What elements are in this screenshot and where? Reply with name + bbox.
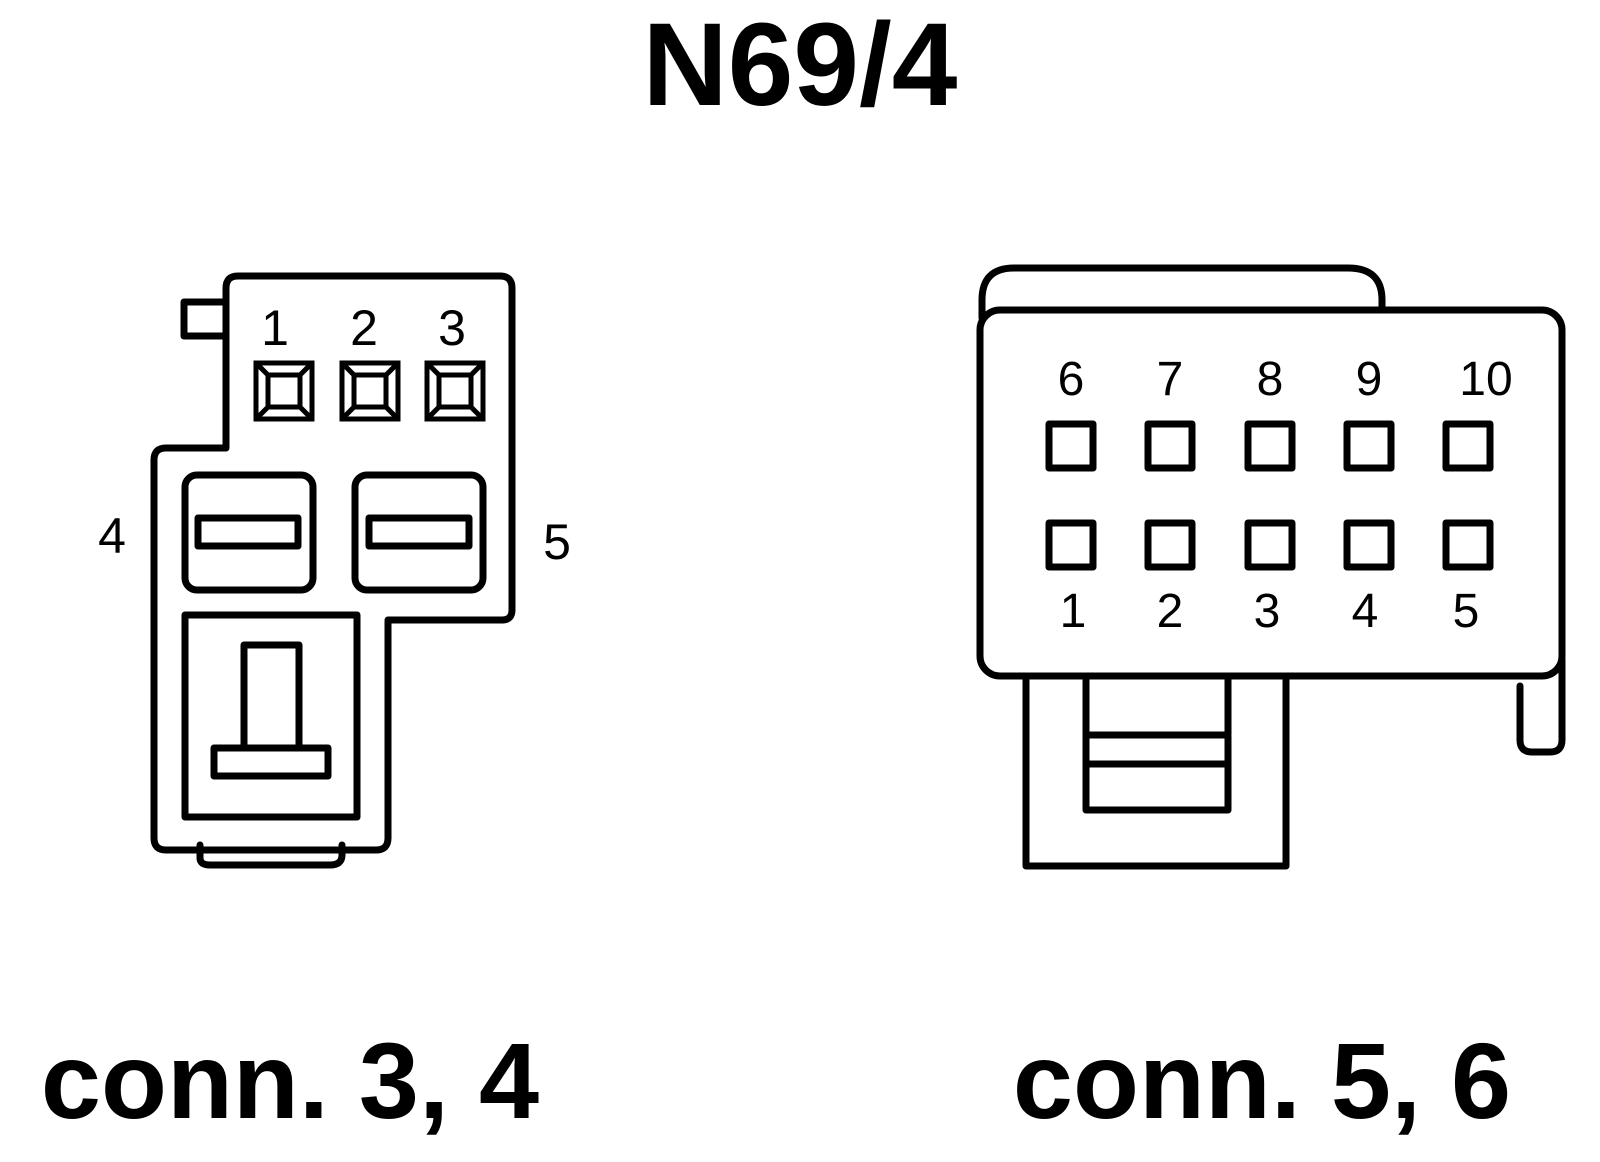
right-pin-2: [1144, 519, 1196, 571]
left-connector-housing: [150, 272, 516, 854]
left-connector-bottom-tab: [196, 841, 346, 869]
right-pin-7: [1144, 420, 1196, 472]
left-pin-4: [181, 471, 317, 594]
left-pin-2: [339, 360, 401, 422]
right-connector-back-shell: [978, 264, 1386, 322]
diagram-title: N69/4: [643, 0, 958, 131]
right-connector-caption: conn. 5, 6: [1013, 1020, 1511, 1141]
left-pin-label-2: 2: [350, 300, 378, 356]
right-pin-label-9: 9: [1356, 353, 1383, 406]
right-pin-4: [1343, 519, 1395, 571]
right-pin-label-5: 5: [1453, 585, 1480, 638]
right-pin-label-10: 10: [1459, 353, 1512, 406]
right-pin-label-1: 1: [1060, 585, 1087, 638]
right-pin-3: [1244, 519, 1296, 571]
right-pin-label-3: 3: [1254, 585, 1281, 638]
left-pin-label-5: 5: [543, 514, 571, 570]
right-pin-9: [1343, 420, 1395, 472]
left-pin-label-3: 3: [438, 300, 466, 356]
right-connector-bottom-latch: [1022, 676, 1290, 870]
left-connector-lock: [181, 611, 361, 821]
right-pin-10: [1442, 420, 1494, 472]
right-pin-label-8: 8: [1257, 353, 1284, 406]
right-pin-5: [1442, 519, 1494, 571]
left-pin-3: [424, 360, 486, 422]
left-pin-1: [253, 360, 315, 422]
right-pin-label-7: 7: [1157, 353, 1184, 406]
right-pin-label-2: 2: [1157, 585, 1184, 638]
right-pin-1: [1045, 519, 1097, 571]
right-pin-8: [1244, 420, 1296, 472]
right-connector: 6 7 8 9 10 1 2 3 4 5: [976, 264, 1566, 870]
left-connector-latch: [180, 298, 230, 340]
right-pin-label-4: 4: [1352, 585, 1379, 638]
right-connector-housing: [976, 306, 1566, 680]
right-connector-side-latch: [1516, 656, 1566, 756]
left-pin-label-1: 1: [261, 300, 289, 356]
left-pin-5: [351, 471, 487, 594]
right-pin-label-6: 6: [1058, 353, 1085, 406]
right-pin-6: [1045, 420, 1097, 472]
left-connector: 1 2 3 4 5: [98, 272, 571, 869]
left-pin-label-4: 4: [98, 508, 126, 564]
left-connector-caption: conn. 3, 4: [41, 1020, 539, 1141]
